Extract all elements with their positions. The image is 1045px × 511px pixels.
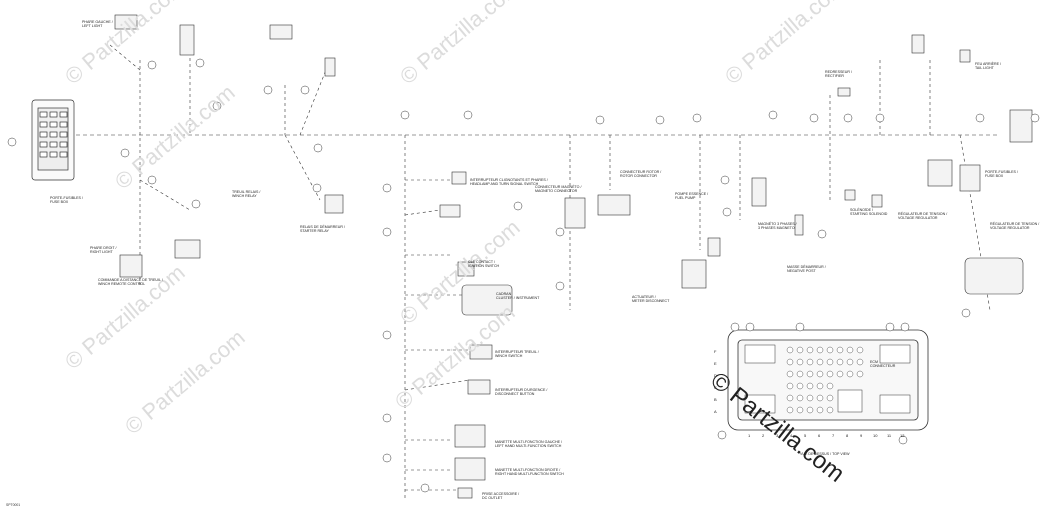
label-rotor: CONNECTEUR ROTOR / ROTOR CONNECTOR	[620, 170, 662, 178]
label-ignition: CLÉ CONTACT / IGNITION SWITCH	[468, 260, 500, 268]
ecm-connector-block	[727, 329, 929, 431]
label-actuator: ACTUATEUR / METER DISCONNECT	[632, 295, 670, 303]
label-cluster: CADRAN CLUSTER / INSTRUMENT	[496, 292, 540, 300]
tail-light-connector	[1009, 109, 1033, 143]
grid-col-7: 7	[832, 433, 835, 438]
grid-col-12: 12	[900, 433, 905, 438]
label-left-light: PHARE GAUCHE / LEFT LIGHT	[82, 20, 113, 28]
grid-col-6: 6	[818, 433, 821, 438]
label-accessory: PRISE ACCESSOIRE / DC OUTLET	[482, 492, 520, 500]
grid-col-4: 4	[790, 433, 793, 438]
label-fuse-box: PORTE-FUSIBLES / FUSE BOX	[50, 196, 83, 204]
label-rectifier: REDRESSEUR / RECTIFIER	[825, 70, 852, 78]
label-starting-solenoid: SOLÉNOÏDE / STARTING SOLENOID	[850, 208, 888, 216]
label-rh-multi: MANETTE MULTI-FONCTION DROITE / RIGHT HA…	[495, 468, 564, 476]
label-tail-light: FEU ARRIÈRE / TAIL LIGHT	[975, 62, 1001, 70]
label-starter-relay: RELAIS DE DÉMARREUR / STARTER RELAY	[300, 225, 345, 233]
label-regulator-rr: RÉGULATEUR DE TENSION / VOLTAGE REGULATO…	[990, 222, 1040, 230]
switch-connector	[179, 24, 195, 56]
label-lh-multi: MANETTE MULTI-FONCTION GAUCHE / LEFT HAN…	[495, 440, 563, 448]
label-magneto: CONNECTEUR MAGNÉTO / MAGNETO CONNECTOR	[535, 185, 582, 193]
grid-row-d: D	[714, 373, 717, 378]
left-light-connector	[114, 14, 138, 30]
grid-row-c: C	[714, 385, 717, 390]
label-ecm: ECM CONNECTEUR	[870, 360, 896, 368]
magneto-3p-connector	[751, 177, 767, 207]
label-magneto-3p: MAGNÉTO 3 PHASES / 3 PHASES MAGNETO	[758, 222, 797, 230]
label-winch-switch: INTERRUPTEUR TREUIL / WINCH SWITCH	[495, 350, 539, 358]
label-winch-relay: TREUIL RELAIS / WINCH RELAY	[232, 190, 261, 198]
label-headlamp-switch: INTERRUPTEUR CLIGNOTANTS ET PHARES / HEA…	[470, 178, 548, 186]
label-right-light: PHARE DROIT / RIGHT LIGHT	[90, 246, 117, 254]
grid-col-5: 5	[804, 433, 807, 438]
grid-col-3: 3	[776, 433, 779, 438]
grid-col-8: 8	[846, 433, 849, 438]
cluster-connector	[461, 284, 513, 316]
grid-col-1: 1	[748, 433, 751, 438]
label-top-view: VUE DE DESSUS / TOP VIEW	[800, 452, 850, 456]
lh-multi-connector	[454, 424, 486, 448]
regulator-rr-connector	[964, 257, 1024, 295]
ignition-connector	[457, 261, 475, 277]
label-disconnect: INTERRUPTEUR D'URGENCE / DISCONNECT BUTT…	[495, 388, 548, 396]
rh-multi-connector	[454, 457, 486, 481]
voltage-reg-connector	[927, 159, 953, 187]
magneto-connector	[564, 197, 586, 229]
label-voltage-reg: RÉGULATEUR DE TENSION / VOLTAGE REGULATO…	[898, 212, 948, 220]
rotor-connector	[597, 194, 631, 216]
fuse-box	[31, 99, 75, 181]
grid-col-10: 10	[873, 433, 878, 438]
label-starter-ground: MASSE DÉMARREUR / NEGATIVE POST	[787, 265, 826, 273]
right-light-connector	[119, 254, 143, 278]
grid-col-9: 9	[860, 433, 863, 438]
grid-row-e: E	[714, 361, 717, 366]
grid-col-2: 2	[762, 433, 765, 438]
fuel-pump-connector	[681, 259, 707, 289]
grid-row-a: A	[714, 409, 717, 414]
reference-code: SPT0001	[6, 503, 21, 507]
grid-row-f: F	[714, 349, 717, 354]
grid-row-b: B	[714, 397, 717, 402]
grid-col-11: 11	[887, 433, 892, 438]
label-fuel-pump: POMPE ESSENCE / FUEL PUMP	[675, 192, 709, 200]
label-winch-remote: COMMANDE A DISTANCE DE TREUIL / WINCH RE…	[98, 278, 163, 286]
label-rear-fuse: PORTE-FUSIBLES / FUSE BOX	[985, 170, 1018, 178]
